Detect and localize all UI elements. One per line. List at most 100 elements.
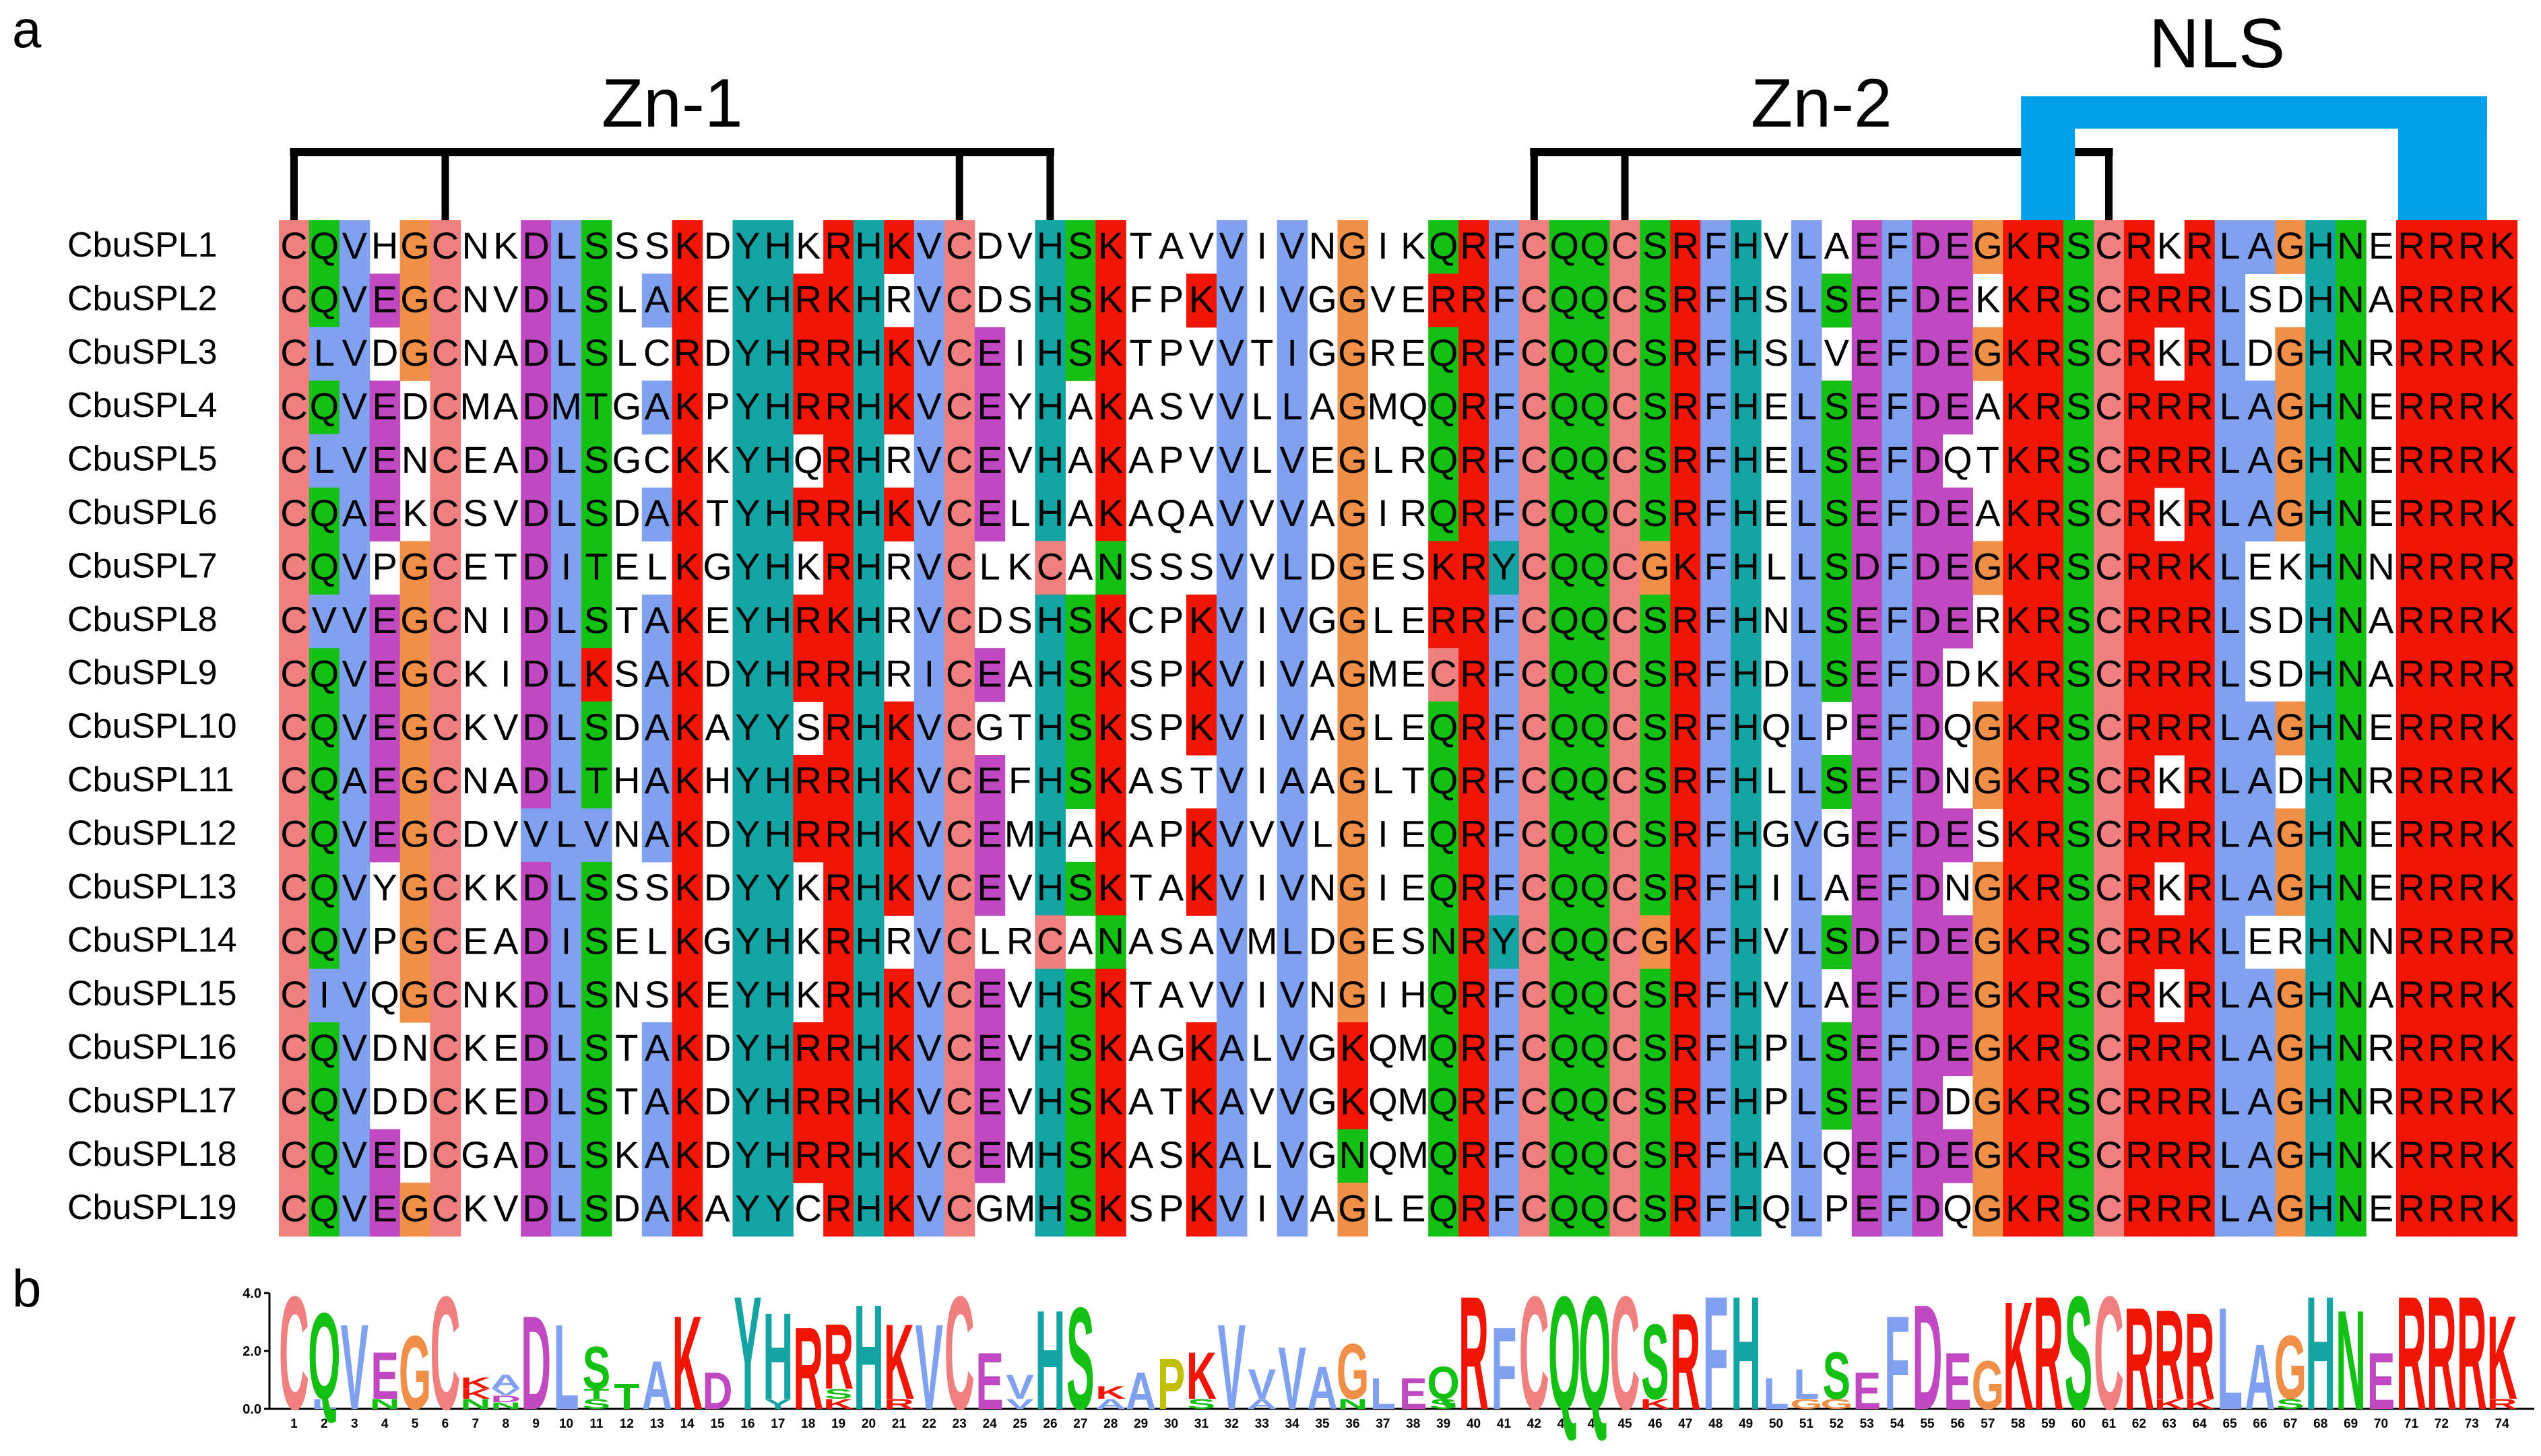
residue-bg bbox=[1216, 220, 1248, 274]
residue: K bbox=[796, 224, 821, 267]
residue: A bbox=[1068, 492, 1093, 534]
residue: C bbox=[1611, 1080, 1638, 1123]
logo-letter-top: V bbox=[1218, 1299, 1246, 1435]
residue: A bbox=[1128, 759, 1154, 801]
residue: A bbox=[493, 919, 519, 962]
residue: V bbox=[917, 1080, 942, 1123]
residue: C bbox=[432, 1187, 459, 1229]
residue: G bbox=[1640, 545, 1670, 588]
residue: A bbox=[1189, 492, 1215, 534]
residue-bg bbox=[309, 380, 340, 435]
logo-letter-top: F bbox=[1884, 1289, 1910, 1438]
residue: L bbox=[647, 919, 668, 962]
residue: N bbox=[2337, 1080, 2364, 1123]
residue: S bbox=[2066, 438, 2091, 481]
residue: K bbox=[2489, 973, 2514, 1016]
residue-bg bbox=[581, 327, 612, 381]
logo-position-label: 38 bbox=[1406, 1417, 1420, 1431]
residue: C bbox=[432, 813, 459, 855]
logo-letter-top: V bbox=[1278, 1328, 1306, 1428]
residue: H bbox=[765, 759, 792, 801]
residue: F bbox=[1886, 813, 1908, 855]
residue: S bbox=[1975, 813, 2000, 855]
residue: F bbox=[1492, 1187, 1515, 1229]
residue: R bbox=[2458, 492, 2485, 534]
residue: C bbox=[643, 331, 670, 374]
residue: T bbox=[706, 492, 729, 534]
residue-bg bbox=[2275, 327, 2306, 381]
residue: K bbox=[796, 866, 821, 908]
residue: V bbox=[917, 813, 942, 855]
residue: K bbox=[1007, 545, 1032, 588]
residue: R bbox=[2398, 652, 2424, 694]
residue: N bbox=[2337, 919, 2364, 962]
residue: C bbox=[280, 1026, 307, 1069]
residue: Q bbox=[310, 492, 340, 534]
residue: I bbox=[501, 599, 511, 641]
logo-letter-top: L bbox=[1764, 1368, 1789, 1418]
residue: F bbox=[1704, 973, 1727, 1016]
logo-letter-top: E bbox=[1399, 1368, 1427, 1418]
residue: V bbox=[917, 866, 942, 908]
residue-bg bbox=[944, 273, 975, 328]
residue: K bbox=[463, 1187, 488, 1229]
residue: K bbox=[1189, 1187, 1214, 1229]
residue: V bbox=[1219, 599, 1245, 641]
residue: S bbox=[1764, 331, 1789, 374]
residue: G bbox=[2276, 1080, 2305, 1123]
residue: N bbox=[1097, 919, 1124, 962]
residue-bg bbox=[1972, 327, 2003, 381]
residue: C bbox=[643, 438, 670, 481]
residue: K bbox=[674, 652, 699, 694]
residue: Y bbox=[735, 866, 760, 908]
residue: V bbox=[342, 919, 368, 962]
residue: G bbox=[1973, 1187, 2003, 1229]
residue: Q bbox=[310, 759, 340, 801]
nls-marker: NLS bbox=[2021, 5, 2487, 220]
residue: D bbox=[1914, 652, 1941, 694]
residue: R bbox=[1460, 1187, 1487, 1229]
residue: F bbox=[1886, 1133, 1908, 1176]
residue-bg bbox=[1216, 327, 1248, 381]
residue: R bbox=[2367, 759, 2394, 801]
residue: D bbox=[704, 331, 731, 374]
residue: R bbox=[2034, 866, 2061, 908]
sequence-name-CbuSPL15: CbuSPL15 bbox=[67, 974, 237, 1014]
residue: K bbox=[887, 973, 911, 1016]
residue: N bbox=[2337, 759, 2364, 801]
logo-y-tick-label: 4.0 bbox=[243, 1286, 261, 1301]
residue: L bbox=[2219, 438, 2240, 481]
residue: S bbox=[2066, 919, 2091, 962]
residue: M bbox=[1397, 1133, 1429, 1176]
residue: V bbox=[1219, 813, 1245, 855]
residue: C bbox=[1611, 973, 1638, 1016]
residue: G bbox=[400, 278, 430, 321]
residue: H bbox=[1732, 224, 1759, 267]
residue: E bbox=[2369, 1187, 2393, 1229]
residue: K bbox=[2489, 385, 2514, 427]
residue: L bbox=[556, 759, 577, 801]
residue: K bbox=[674, 599, 699, 641]
panel-label-b: b bbox=[12, 1259, 41, 1318]
residue: R bbox=[2398, 973, 2424, 1016]
residue: S bbox=[1401, 919, 1425, 962]
residue: S bbox=[1189, 545, 1214, 588]
sequence-name-CbuSPL18: CbuSPL18 bbox=[67, 1135, 237, 1174]
residue: L bbox=[1766, 545, 1787, 588]
residue: F bbox=[1704, 492, 1727, 534]
residue: Q bbox=[310, 813, 340, 855]
residue-bg bbox=[974, 327, 1006, 381]
residue: R bbox=[2428, 545, 2455, 588]
residue: H bbox=[2307, 973, 2334, 1016]
residue: E bbox=[1945, 919, 1970, 962]
residue: K bbox=[2157, 224, 2182, 267]
residue: S bbox=[2066, 813, 2091, 855]
residue: V bbox=[1250, 1080, 1275, 1123]
residue: Q bbox=[1429, 385, 1458, 427]
residue-bg bbox=[2336, 220, 2367, 274]
residue: R bbox=[825, 866, 851, 908]
residue: H bbox=[1732, 706, 1759, 748]
residue: H bbox=[2307, 813, 2334, 855]
residue: V bbox=[1219, 438, 1245, 481]
residue: Y bbox=[735, 919, 760, 962]
